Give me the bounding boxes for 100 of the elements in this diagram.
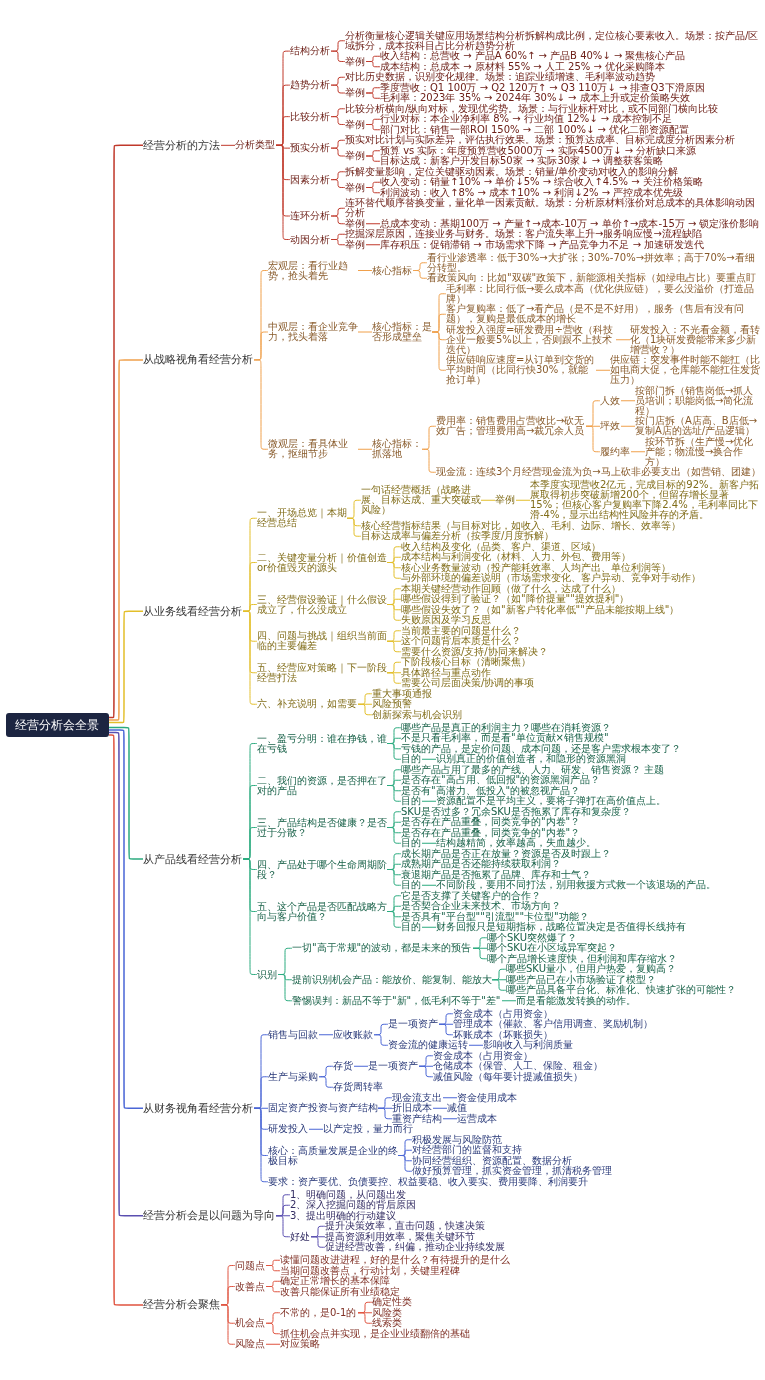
branch-line [491, 979, 507, 991]
detail-text: 核心指标：抓落地 [372, 439, 422, 460]
detail-text: 成熟期产品是否还能持续获取利润？ [401, 859, 562, 870]
detail-text: 做好预算管理，抓实资金管理，抓清税务管理 [412, 1166, 613, 1177]
branch-line [330, 84, 346, 94]
detail-text: 是否存在产品重叠，同类竞争的"内卷"？ [401, 827, 582, 838]
subtopic-label: 研发投入 [268, 1124, 309, 1135]
detail-text: 季度营收：Q1 100万 → Q2 120万↑ → Q3 110万↓ → 排查Q3下滑原因 [380, 82, 706, 93]
branch-line [365, 155, 381, 162]
detail-text: 总成本变动：基期100万 → 产量↑→成本-10万 → 单价↑→成本-15万 → 锁定涨价影响 [380, 218, 761, 229]
detail-text: 哪些产品是真正的利润主力？哪些在消耗资源？ [401, 722, 612, 733]
detail-text: 这个问题背后本质是什么？ [401, 636, 522, 647]
detail-text: 分析衡量核心逻辑关键应用场景结构分析拆解构成比例，定位核心要素收入。场景：按产品/区域拆分，成本按科目占比分析趋势分析 [345, 30, 761, 51]
detail-text: 现金流支出 [392, 1092, 443, 1103]
detail-text: 减值风险（每年要计提减值损失） [433, 1071, 584, 1082]
detail-text: 目的 [401, 838, 422, 849]
detail-text: 看政策风向：比如"双碳"政策下，新能源相关指标（如绿电占比）要重点盯 [427, 273, 758, 284]
detail-text: 存货 [333, 1061, 354, 1072]
detail-text: 以产定投，量力而行 [323, 1124, 414, 1135]
detail-text: 比较分析横向/纵向对标，发现优劣势。场景：与行业标杆对比，或不同部门横向比较 [345, 103, 720, 114]
detail-text: 不同阶段，要用不同打法，别用救援方式救一个该退场的产品。 [436, 880, 717, 891]
detail-text: 核心指标 [372, 265, 413, 276]
subtopic-label: 问题点 [235, 1260, 266, 1271]
detail-text: 挖掘深层原因，连接业务与财务。场景：客户流失率上升→服务响应慢→流程缺陷 [345, 229, 703, 240]
subtopic-label: 五、这个产品是否匹配战略方向与客户价值？ [257, 901, 387, 922]
detail-text: 比较分析 [290, 111, 331, 122]
detail-text: 对经营部门的监督和支持 [412, 1145, 523, 1156]
detail-text: 举例 [345, 119, 366, 130]
branch-line [515, 499, 531, 501]
branch-line [386, 640, 402, 653]
subtopic-label: 一、开场总览｜本期经营总结 [257, 508, 347, 529]
detail-text: 风险预警 [372, 699, 413, 710]
detail-text: 哪些假设得到了验证？（如"降价提量""提效提利"） [401, 594, 631, 605]
detail-text: 按环节拆（生产慢→优化产能；物流慢→换合作方） [645, 436, 761, 467]
branch-line [442, 1118, 458, 1120]
detail-text: 哪些产品已在小市场验证了模型？ [506, 974, 657, 985]
detail-text: 亏钱的产品，是定价问题、成本问题，还是客户需求根本变了？ [401, 743, 682, 754]
subtopic-label: 要求：资产要优、负债要控、权益要稳、收入要实、费用要降、利润要升 [268, 1176, 589, 1187]
detail-text: 衰退期产品是否拖累了品牌、库存和士气？ [401, 869, 592, 880]
branch-line [330, 179, 346, 188]
branch-line [357, 703, 373, 716]
branch-line [480, 499, 496, 501]
subtopic-label: 生产与采购 [268, 1071, 319, 1082]
branch-line [357, 331, 373, 333]
detail-text: 坏账成本（坏账损失） [453, 1029, 554, 1040]
detail-text: 毛利率：比同行低→要么成本高（优化供应链），要么没溢价（打造品牌） [446, 283, 761, 304]
branch-line [365, 61, 381, 68]
detail-text: 资金成本（占用资金） [453, 1008, 554, 1019]
branch-line [330, 239, 346, 246]
detail-text: 资金使用成本 [457, 1092, 518, 1103]
main-branch-label: 从战略视角看经营分析 [143, 353, 254, 367]
detail-text: 成长期产品是否正在放量？资源是否及时跟上？ [401, 848, 612, 859]
detail-text: 收入变动：销量↑10% → 单价↓5% → 综合收入↑4.5% → 关注价格策略 [380, 177, 704, 188]
detail-text: 哪些产品具备平台化、标准化、快速扩张的可能性？ [506, 985, 737, 996]
detail-text: 运营成本 [457, 1113, 498, 1124]
detail-text: 一切"高于常规"的波动，都是未来的预告 [292, 943, 473, 954]
branch-line [275, 1215, 291, 1238]
subtopic-label: 识别 [257, 969, 278, 980]
detail-text: 而是看能激发转换的动作。 [516, 995, 637, 1006]
branch-line [438, 1023, 454, 1036]
detail-text: 举例 [495, 495, 516, 506]
subtopic-label: 五、经营应对策略｜下一阶段经营打法 [257, 662, 387, 683]
detail-text: 应收账款 [333, 1029, 374, 1040]
main-branch-label: 经营分析的方法 [143, 138, 221, 152]
detail-text: 对应策略 [280, 1339, 321, 1350]
detail-text: 当期问题改善点，行动计划，关键里程碑 [280, 1265, 461, 1276]
branch-line [310, 1236, 326, 1248]
detail-text: 哪个SKU突然爆了？ [487, 932, 578, 943]
detail-text: 收入结构及变化（品类、客户、渠道、区域） [401, 541, 602, 552]
branch-line [585, 425, 601, 453]
detail-text: 具体路径与重点动作 [401, 667, 492, 678]
branch-line [346, 517, 362, 537]
detail-text: 毛利率：2023年 35% → 2024年 30%↓ → 成本上升或定价策略失效 [380, 93, 691, 104]
branch-line [220, 144, 236, 146]
detail-text: 是否存在"高占用、低回报"的资源黑洞产品？ [401, 775, 602, 786]
detail-text: 是否契合企业未来技术、市场方向？ [401, 901, 562, 912]
detail-text: 按部门拆（销售岗低→抓人员培训；职能岗低→简化流程） [635, 385, 761, 416]
branch-line [265, 1343, 281, 1345]
detail-text: 资源配置不是平均主义，要将子弹打在高价值点上。 [436, 796, 667, 807]
branch-line [468, 1044, 484, 1046]
branch-line [265, 1322, 281, 1335]
subtopic-label: 二、我们的资源，是否押在了对的产品 [257, 775, 387, 796]
detail-text: 确定正常增长的基本保障 [280, 1276, 391, 1287]
main-branch-label: 从产品线看经营分析 [143, 852, 243, 866]
subtopic-label: 中观层：看企业竞争力，找头着落 [268, 322, 358, 342]
branch-line [421, 758, 437, 760]
branch-line [442, 1097, 458, 1099]
branch-line [253, 1107, 269, 1183]
branch-line [386, 911, 402, 928]
branch-line [421, 448, 437, 473]
subtopic-label: 固定资产投资与资产结构 [268, 1103, 378, 1114]
main-branch-label: 经营分析会聚焦 [143, 1298, 221, 1312]
branch-line [108, 144, 144, 719]
detail-text: 哪些产品占用了最多的产线、人力、研发、销售资源？ 主题 [401, 764, 666, 775]
branch-line [421, 884, 437, 886]
detail-text: 目的 [401, 880, 422, 891]
subtopic-label: 销售与回款 [268, 1029, 319, 1040]
detail-text: 利润波动：收入↑8% → 成本↑10% → 利润↓2% → 严控成本优先级 [380, 187, 685, 198]
branch-line [365, 223, 381, 225]
detail-text: 折旧成本 [392, 1103, 433, 1114]
